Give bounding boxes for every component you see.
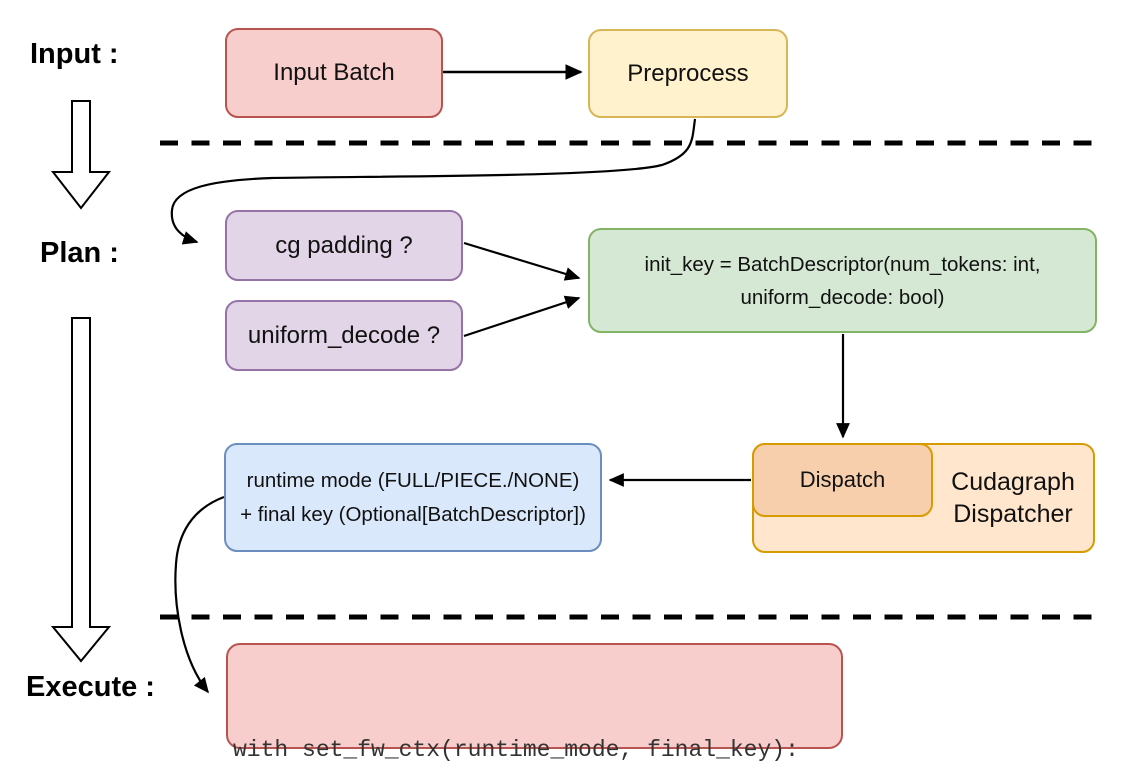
node-input-batch-label: Input Batch — [273, 59, 395, 86]
node-cudagraph-dispatcher-line1: Cudagraph — [951, 468, 1075, 496]
node-cg-padding-label: cg padding ? — [275, 231, 413, 259]
stage-label-execute: Execute : — [26, 671, 155, 703]
node-init-key-line1: init_key = BatchDescriptor(num_tokens: i… — [644, 252, 1041, 276]
node-input-batch: Input Batch — [225, 28, 443, 118]
node-dispatch-label: Dispatch — [799, 467, 886, 493]
node-uniform-decode-label: uniform_decode ? — [247, 321, 441, 349]
stage-arrow-input-to-plan — [50, 100, 112, 210]
node-cudagraph-dispatcher-line2: Dispatcher — [953, 500, 1073, 528]
execute-code-line1: with set_fw_ctx(runtime_mode, final_key)… — [233, 737, 799, 763]
connector-uniform-decode-to-init-key — [463, 295, 581, 338]
node-execute-code: with set_fw_ctx(runtime_mode, final_key)… — [226, 643, 843, 763]
node-preprocess: Preprocess — [588, 29, 788, 118]
node-cudagraph-dispatcher-label: Cudagraph Dispatcher — [933, 445, 1093, 551]
stage-arrow-plan-to-execute — [50, 317, 112, 663]
node-dispatch: Dispatch — [752, 443, 933, 517]
node-cg-padding: cg padding ? — [225, 210, 463, 281]
node-init-key: init_key = BatchDescriptor(num_tokens: i… — [588, 228, 1097, 333]
node-preprocess-label: Preprocess — [627, 59, 749, 87]
node-runtime-mode-line2: + final key (Optional[BatchDescriptor]) — [240, 502, 586, 526]
node-init-key-line2: uniform_decode: bool) — [740, 285, 945, 309]
stage-label-plan: Plan : — [40, 237, 119, 269]
node-runtime-mode-line1: runtime mode (FULL/PIECE./NONE) — [246, 468, 580, 492]
connector-preprocess-to-cg-padding — [170, 118, 697, 245]
connector-runtime-mode-to-execute-code — [174, 495, 225, 694]
node-runtime-mode: runtime mode (FULL/PIECE./NONE) + final … — [224, 443, 602, 552]
connector-cg-padding-to-init-key — [463, 241, 581, 281]
node-uniform-decode: uniform_decode ? — [225, 300, 463, 371]
stage-label-input: Input : — [30, 38, 119, 70]
